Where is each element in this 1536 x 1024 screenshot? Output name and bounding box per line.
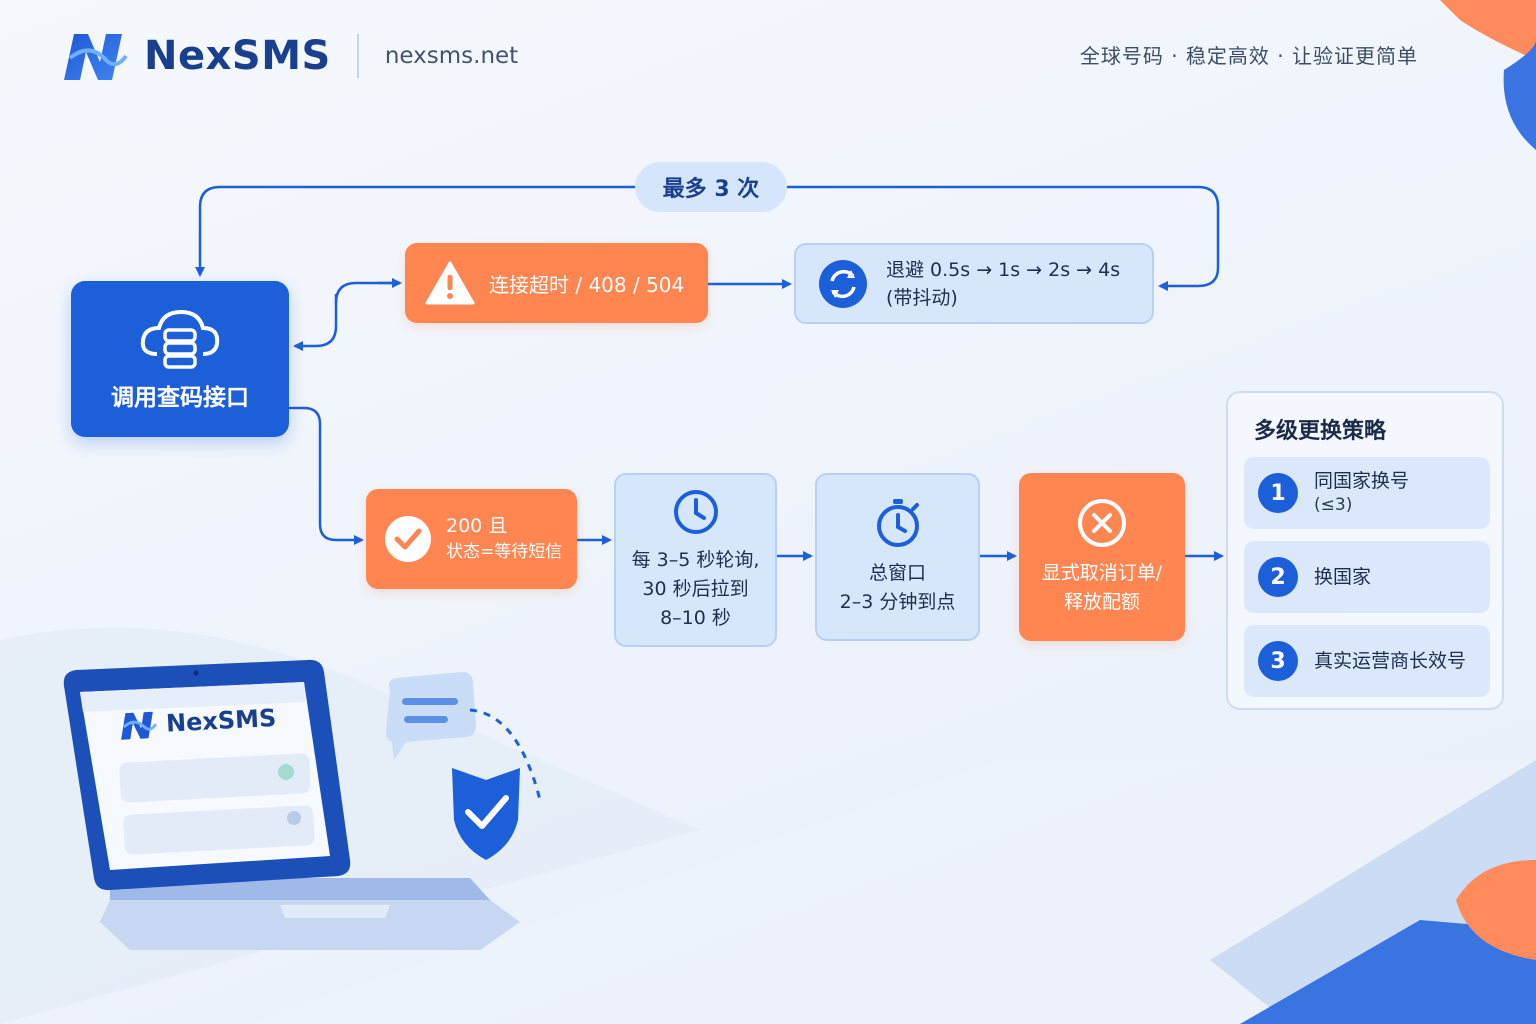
strategy-item: 3 真实运营商长效号 bbox=[1244, 625, 1490, 697]
cancel-line2: 释放配额 bbox=[1063, 591, 1140, 613]
strategy-label: 换国家 bbox=[1314, 566, 1372, 588]
nexsms-logo-icon bbox=[64, 34, 128, 80]
clock-icon bbox=[673, 489, 718, 534]
laptop-illustration bbox=[63, 659, 542, 950]
strategy-number: 3 bbox=[1258, 641, 1298, 681]
cancel-line1: 显式取消订单/ bbox=[1041, 562, 1163, 584]
check-circle-icon bbox=[385, 516, 431, 562]
nexsms-logo-icon bbox=[121, 711, 157, 740]
success-line2: 状态=等待短信 bbox=[446, 542, 563, 562]
strategy-number: 1 bbox=[1258, 473, 1298, 513]
success-node: 200 且 状态=等待短信 bbox=[366, 489, 577, 589]
brand-divider bbox=[356, 34, 359, 78]
strategy-label: 真实运营商长效号 bbox=[1314, 650, 1467, 672]
refresh-icon bbox=[819, 259, 867, 308]
window-line2: 2–3 分钟到点 bbox=[839, 591, 956, 613]
strategy-item: 1 同国家换号 (≤3) bbox=[1244, 457, 1490, 529]
laptop-brand-name: NexSMS bbox=[165, 703, 277, 738]
brand-domain: nexsms.net bbox=[384, 43, 519, 69]
polling-node: 每 3–5 秒轮询, 30 秒后拉到 8–10 秒 bbox=[614, 473, 777, 647]
cloud-server-icon bbox=[140, 309, 220, 369]
timeout-node-label: 连接超时 / 408 / 504 bbox=[489, 272, 685, 297]
strategy-label: 同国家换号 bbox=[1314, 470, 1410, 492]
api-node: 调用查码接口 bbox=[71, 281, 289, 437]
warning-icon bbox=[425, 261, 475, 305]
strategy-panel: 多级更换策略 1 同国家换号 (≤3) 2 换国家 3 真实运营商长效号 bbox=[1226, 391, 1504, 710]
polling-line2: 30 秒后拉到 bbox=[642, 577, 749, 600]
api-node-label: 调用查码接口 bbox=[111, 385, 249, 411]
window-node: 总窗口 2–3 分钟到点 bbox=[815, 473, 980, 641]
polling-line3: 8–10 秒 bbox=[660, 606, 731, 629]
polling-line1: 每 3–5 秒轮询, bbox=[631, 548, 760, 571]
laptop-screen-logo: NexSMS bbox=[117, 700, 277, 744]
slogan: 全球号码 · 稳定高效 · 让验证更简单 bbox=[1079, 44, 1418, 68]
strategy-title: 多级更换策略 bbox=[1254, 419, 1387, 444]
stopwatch-icon bbox=[876, 499, 919, 547]
brand-header: NexSMS nexsms.net bbox=[60, 28, 518, 84]
backoff-line2: (带抖动) bbox=[886, 286, 958, 309]
window-line1: 总窗口 bbox=[868, 562, 926, 584]
timeout-node: 连接超时 / 408 / 504 bbox=[405, 243, 708, 323]
strategy-sub: (≤3) bbox=[1314, 495, 1353, 515]
brand-name: NexSMS bbox=[144, 33, 331, 79]
strategy-item: 2 换国家 bbox=[1244, 541, 1490, 613]
backoff-line1: 退避 0.5s → 1s → 2s → 4s bbox=[886, 258, 1121, 281]
success-line1: 200 且 bbox=[446, 515, 508, 537]
strategy-number: 2 bbox=[1258, 557, 1298, 597]
backoff-node: 退避 0.5s → 1s → 2s → 4s (带抖动) bbox=[794, 243, 1154, 324]
close-circle-icon bbox=[1078, 499, 1126, 547]
retry-limit-label: 最多 3 次 bbox=[635, 162, 787, 212]
cancel-node: 显式取消订单/ 释放配额 bbox=[1019, 473, 1185, 641]
